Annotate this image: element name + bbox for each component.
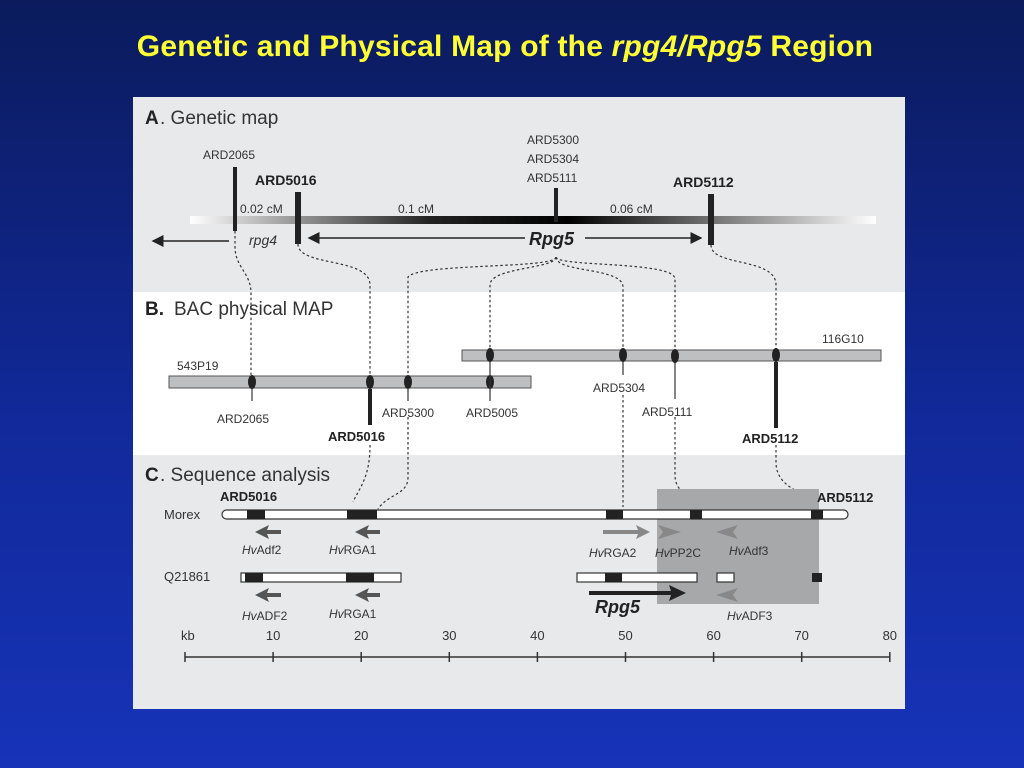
kb-tick-label: 30 — [442, 628, 456, 643]
b-116g10: 116G10 — [822, 332, 864, 346]
kb-unit: kb — [181, 628, 195, 643]
map-diagram: A . Genetic map ARD2065 ARD5016 ARD5300 … — [133, 97, 905, 709]
c-ard5016: ARD5016 — [220, 489, 277, 504]
gene-hvrga1-top: HvRGA1 — [329, 543, 377, 557]
panel-a-letter: A — [145, 108, 159, 129]
b-ard2065: ARD2065 — [217, 412, 269, 426]
gene-hvadf3-top: HvAdf3 — [729, 544, 769, 558]
panel-c-heading: . Sequence analysis — [160, 465, 330, 486]
bac-543p19 — [168, 375, 532, 389]
b-ard5005: ARD5005 — [466, 406, 518, 420]
panel-a-heading: . Genetic map — [160, 108, 278, 129]
gene-hvadf2-bot: HvADF2 — [242, 609, 288, 623]
title-post: Region — [770, 30, 874, 63]
morex-label: Morex — [164, 507, 201, 522]
kb-tick-label: 10 — [266, 628, 280, 643]
q21861-label: Q21861 — [164, 569, 210, 584]
c-rpg5-label: Rpg5 — [595, 597, 641, 617]
a-ard2065: ARD2065 — [203, 148, 255, 162]
ard2065-tick — [233, 167, 237, 231]
gene-hvrga1-bot: HvRGA1 — [329, 607, 377, 621]
gene-hvadf2-top: HvAdf2 — [242, 543, 282, 557]
gene-hvrga2: HvRGA2 — [589, 546, 637, 560]
kb-tick-label: 80 — [883, 628, 897, 643]
bac-marker-dots — [248, 348, 780, 389]
ard5300-tick — [554, 188, 558, 222]
b-ard5016: ARD5016 — [328, 429, 385, 444]
a-ard5111: ARD5111 — [527, 171, 578, 185]
ard5112-tick — [708, 194, 714, 245]
q21861-gene-arrows — [255, 585, 738, 602]
connectors-a-b — [234, 231, 777, 375]
b-543p19: 543P19 — [177, 359, 219, 373]
rpg5-label: Rpg5 — [529, 229, 575, 249]
kb-tick-label: 50 — [618, 628, 632, 643]
c-ard5112: ARD5112 — [817, 490, 873, 505]
kb-tick-label: 40 — [530, 628, 544, 643]
ard5016-tick — [295, 192, 301, 244]
morex-sequence — [221, 509, 849, 520]
title-pre: Genetic and Physical Map of the — [136, 30, 604, 63]
genetic-map-bar — [190, 216, 876, 224]
kb-tick-label: 20 — [354, 628, 368, 643]
b-ard5304: ARD5304 — [593, 381, 645, 395]
b-ard5112: ARD5112 — [742, 431, 798, 446]
title-italic: rpg4/Rpg5 — [611, 30, 762, 63]
dist-1: 0.02 cM — [240, 202, 283, 216]
panel-a-bg — [133, 97, 905, 292]
morex-gene-arrows — [255, 525, 738, 539]
q21861-sequence — [240, 572, 822, 583]
rpg5-region-shade — [657, 489, 819, 604]
gene-hvpp2c: HvPP2C — [655, 546, 701, 560]
b-ard5300: ARD5300 — [382, 406, 434, 420]
gene-hvadf3-bot: HvADF3 — [727, 609, 773, 623]
kb-tick-label: 60 — [706, 628, 720, 643]
kb-scale: kb 10 20 30 40 50 60 70 80 — [181, 628, 897, 662]
panel-b-heading: BAC physical MAP — [174, 299, 333, 320]
morex-gene-blocks — [247, 510, 823, 519]
b-ard5111: ARD5111 — [642, 405, 693, 419]
panel-c-letter: C — [145, 465, 159, 486]
b-ard5112-stem — [774, 362, 778, 428]
a-ard5112: ARD5112 — [673, 174, 734, 190]
kb-tick-label: 70 — [794, 628, 808, 643]
a-ard5300: ARD5300 — [527, 133, 579, 147]
dist-2: 0.1 cM — [398, 202, 434, 216]
rpg4-label: rpg4 — [249, 232, 277, 248]
slide-title: Genetic and Physical Map of the rpg4/Rpg… — [0, 30, 1010, 64]
dist-3: 0.06 cM — [610, 202, 653, 216]
b-ard5016-stem — [368, 389, 372, 425]
a-ard5304: ARD5304 — [527, 152, 579, 166]
figure: A . Genetic map ARD2065 ARD5016 ARD5300 … — [133, 97, 905, 714]
panel-b-letter: B. — [145, 299, 164, 320]
a-ard5016: ARD5016 — [255, 172, 317, 188]
